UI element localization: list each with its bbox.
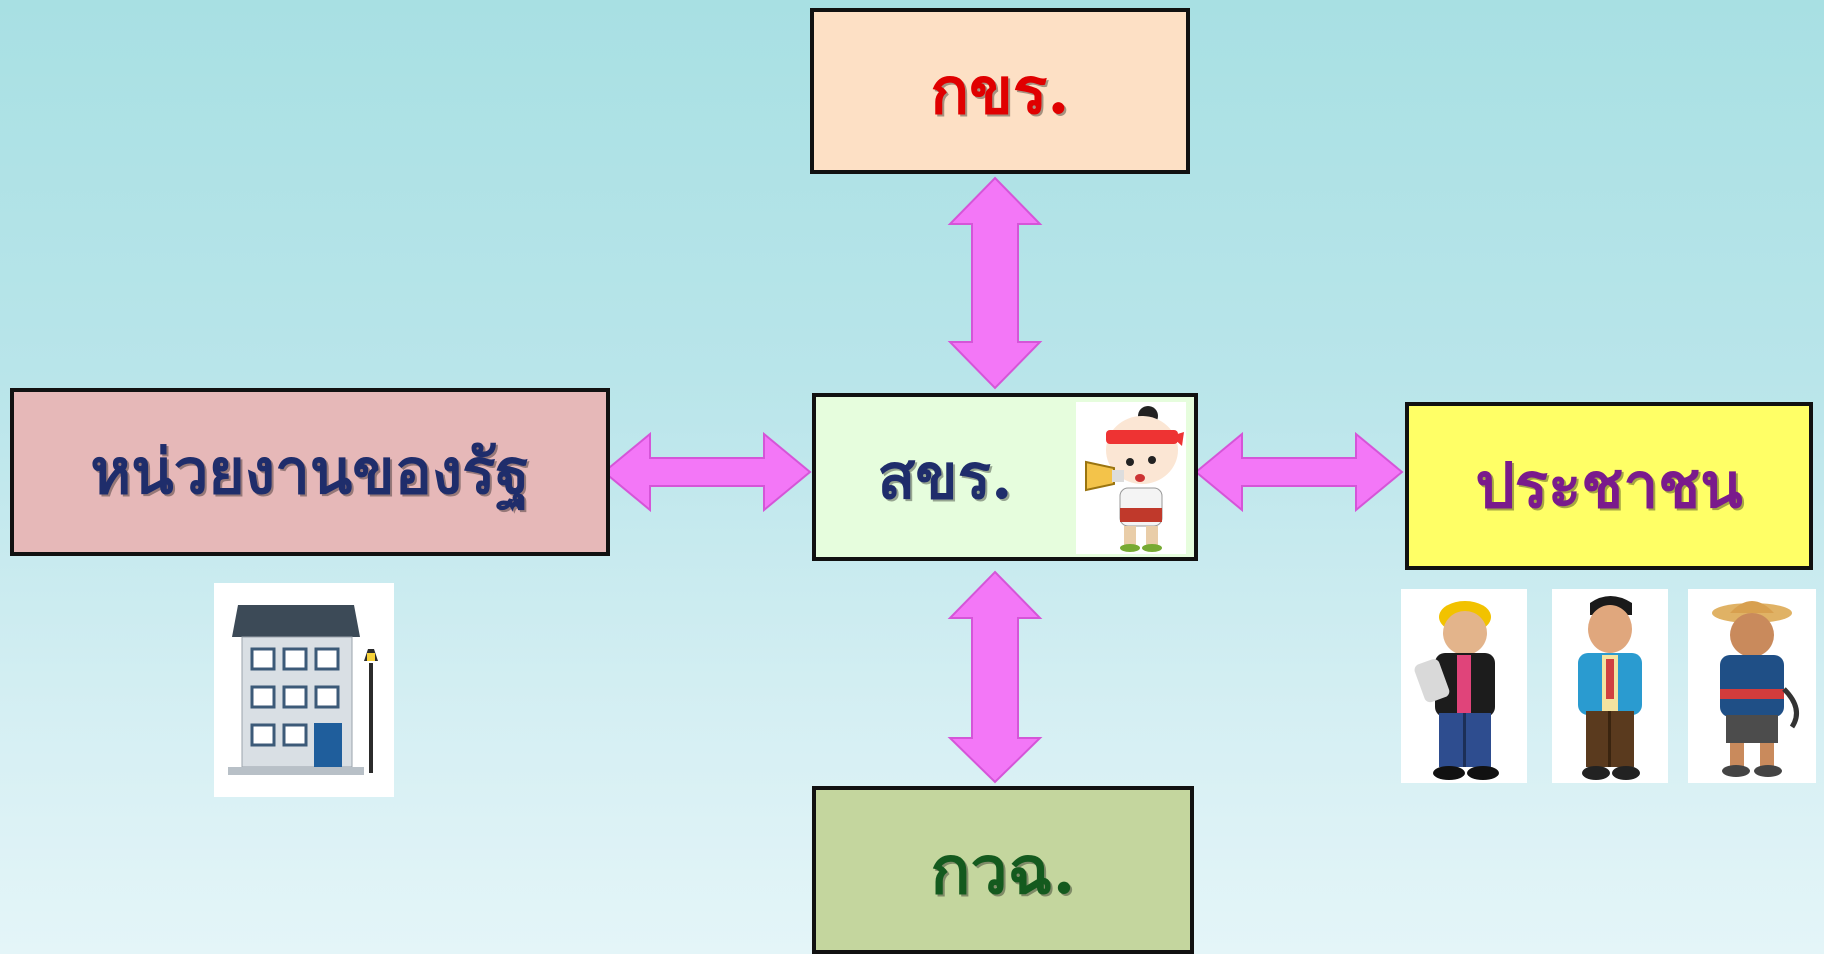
businessman-person-icon (1552, 589, 1668, 783)
engineer-person-icon (1401, 589, 1527, 783)
node-kkhr-label: กขร. (930, 54, 1070, 129)
node-government-agency: หน่วยงานของรัฐ (10, 388, 610, 556)
mascot-megaphone-icon (1076, 402, 1186, 554)
node-kkhr: กขร. (810, 8, 1190, 174)
node-kwch: กวฉ. (812, 786, 1194, 954)
arrow-center-right (1194, 431, 1404, 513)
farmer-person-icon (1688, 589, 1816, 783)
government-building-icon (214, 583, 394, 797)
node-public: ประชาชน (1405, 402, 1813, 570)
arrow-center-top (947, 176, 1043, 390)
node-skhr-label: สขร. (877, 440, 1013, 513)
node-public-label: ประชาชน (1475, 449, 1743, 522)
arrow-left-center (602, 431, 812, 513)
node-kwch-label: กวฉ. (930, 830, 1076, 909)
node-government-agency-label: หน่วยงานของรัฐ (90, 435, 530, 508)
arrow-center-bottom (947, 570, 1043, 784)
